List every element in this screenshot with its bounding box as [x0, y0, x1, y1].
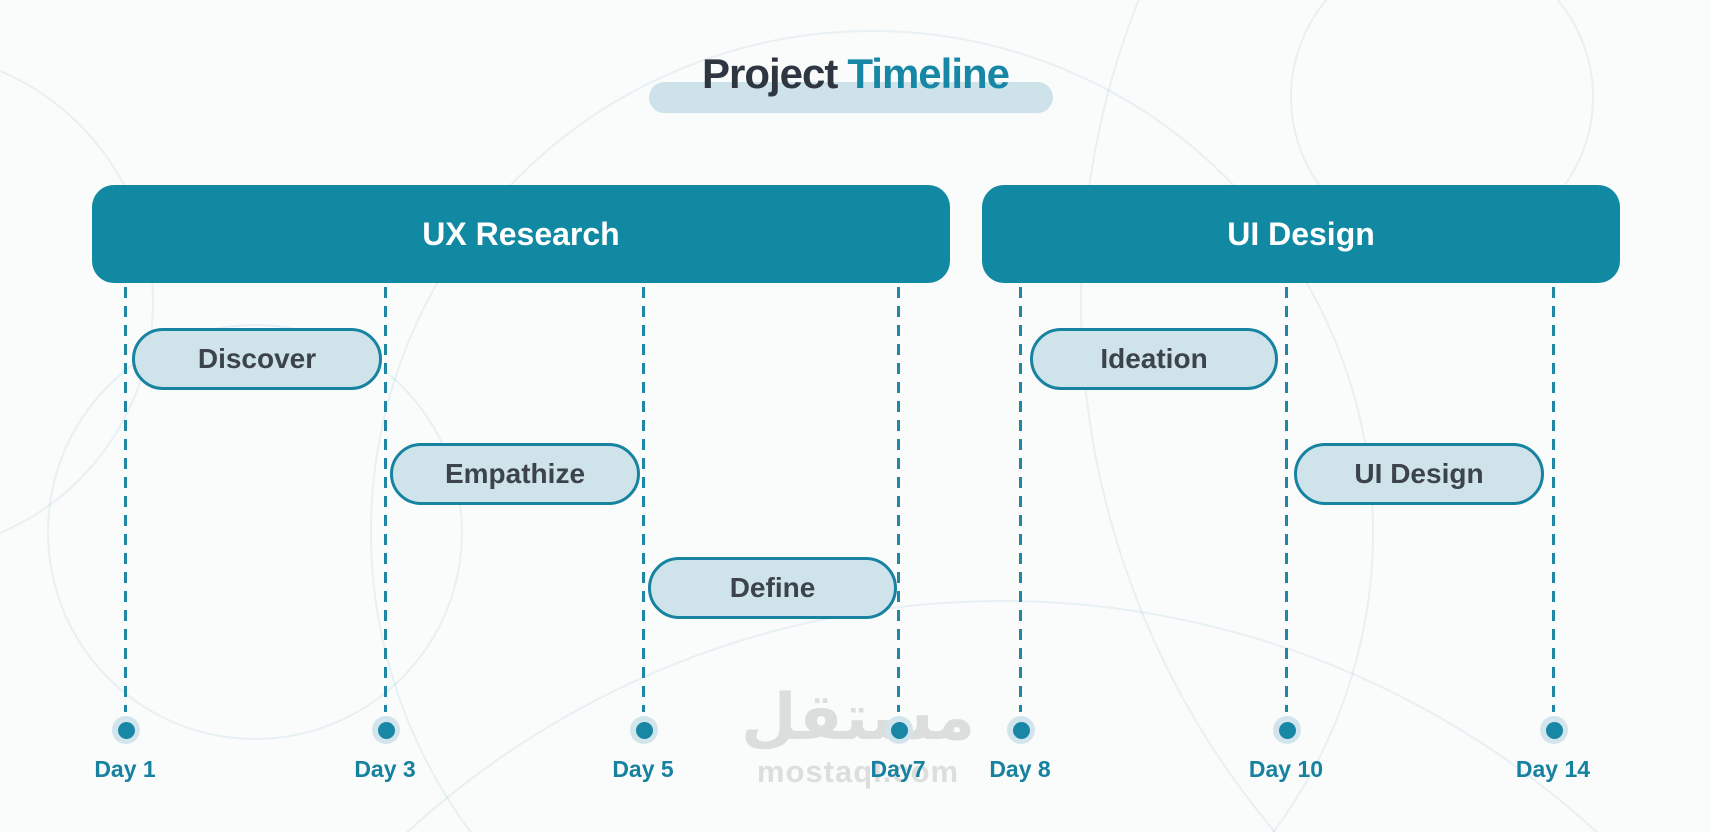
day-marker-dot — [630, 716, 658, 744]
title-prefix: Project — [701, 50, 838, 97]
day-marker-dot — [1273, 716, 1301, 744]
task-pill-discover: Discover — [132, 328, 382, 390]
watermark: مستقل mostaql.com — [658, 684, 1058, 788]
dot-core — [1278, 721, 1296, 739]
day-label: Day 14 — [1515, 756, 1591, 782]
title-accent: Timeline — [847, 50, 1010, 97]
phase-header-ui-design: UI Design — [982, 185, 1620, 283]
day-gridline-day10 — [1285, 287, 1288, 712]
day-label: Day 5 — [612, 756, 674, 782]
day-marker-dot — [112, 716, 140, 744]
task-pill-define: Define — [648, 557, 897, 619]
dot-core — [377, 721, 395, 739]
watermark-arabic-logo: مستقل — [740, 681, 976, 755]
day-marker-dot — [1540, 716, 1568, 744]
dot-core — [635, 721, 653, 739]
day-marker-dot — [1007, 716, 1035, 744]
day-marker-dot — [885, 716, 913, 744]
task-pill-ui-design: UI Design — [1294, 443, 1544, 505]
phase-header-ux-research: UX Research — [92, 185, 950, 283]
day-marker-dot — [372, 716, 400, 744]
day-label: Day 8 — [989, 756, 1051, 782]
title-highlight-pill — [649, 82, 1053, 113]
phase-header-label: UX Research — [422, 215, 620, 252]
day-label: Day 10 — [1248, 756, 1324, 782]
day-gridline-day3 — [384, 287, 387, 712]
task-pill-empathize: Empathize — [390, 443, 640, 505]
day-gridline-day1 — [124, 287, 127, 712]
day-label: Day7 — [870, 756, 926, 782]
day-label: Day 3 — [354, 756, 416, 782]
task-pill-ideation: Ideation — [1030, 328, 1278, 390]
dot-core — [890, 721, 908, 739]
day-gridline-day7 — [897, 287, 900, 712]
day-gridline-day8 — [1019, 287, 1022, 712]
watermark-domain: mostaql.com — [756, 754, 960, 789]
day-gridline-day5 — [642, 287, 645, 712]
day-label: Day 1 — [94, 756, 156, 782]
dot-core — [1545, 721, 1563, 739]
dot-core — [117, 721, 135, 739]
day-gridline-day14 — [1552, 287, 1555, 712]
phase-header-label: UI Design — [1227, 215, 1375, 252]
dot-core — [1012, 721, 1030, 739]
